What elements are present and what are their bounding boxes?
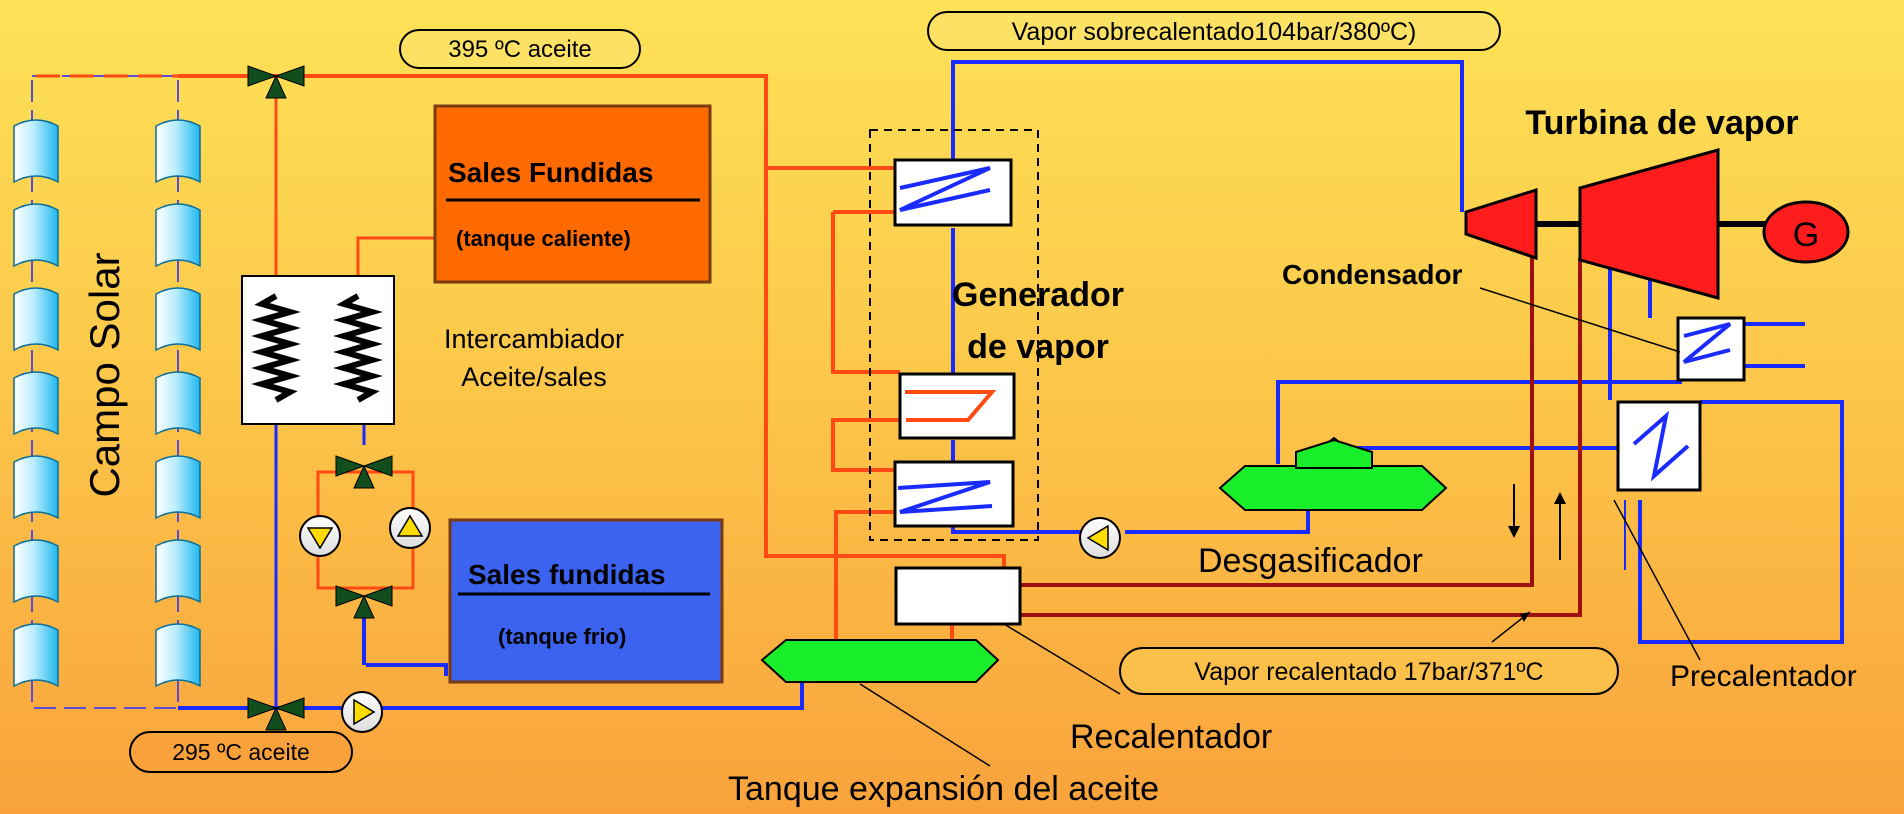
reheater-leader	[1003, 623, 1121, 695]
evaporator-hx	[898, 372, 1016, 440]
pump-loop	[316, 470, 415, 590]
flow-arrows	[1491, 484, 1566, 643]
solar-collector-icon	[13, 287, 59, 352]
reheat-cold-line	[1020, 252, 1534, 587]
solar-collector-icon	[13, 203, 59, 268]
generator-label: G	[1793, 216, 1819, 254]
hot-tank-title: Sales Fundidas	[448, 157, 653, 188]
deaerator-label: Desgasificador	[1198, 542, 1423, 580]
exchanger-label-1: Intercambiador	[444, 324, 624, 354]
steam-generator-frame	[869, 129, 1039, 541]
reheater: Recalentador	[894, 566, 1272, 756]
solar-field-label: Campo Solar	[81, 252, 128, 497]
exchanger-coil-right	[333, 293, 383, 403]
superheated-callout: Vapor sobrecalentado104bar/380ºC)	[927, 11, 1501, 51]
condenser-leader	[1479, 287, 1681, 353]
steam-turbine: G Turbina de vapor	[1464, 104, 1850, 300]
valves	[247, 65, 393, 731]
condenser: Condensador	[1282, 259, 1746, 382]
blue-piping	[178, 60, 1844, 710]
solar-collector-icon	[13, 455, 59, 520]
valve-icon[interactable]	[247, 65, 305, 99]
reheater-body	[894, 566, 1022, 626]
solar-collector-icon	[155, 203, 201, 268]
generator-icon	[1762, 200, 1850, 264]
oil-cold-label: 295 ºC aceite	[172, 739, 310, 765]
steam-generator-label-2: de vapor	[967, 328, 1109, 366]
hp-turbine	[1464, 187, 1538, 261]
solar-field: Campo Solar	[13, 74, 201, 709]
solar-collector-icon	[13, 623, 59, 688]
collector-rows	[13, 119, 201, 688]
exchanger-label-2: Aceite/sales	[461, 362, 607, 392]
expansion-tank-body	[760, 639, 1000, 683]
cold-tank-title: Sales fundidas	[468, 559, 666, 590]
oil-sg-link-5	[834, 510, 900, 648]
valve-icon[interactable]	[335, 455, 393, 489]
turbine-label: Turbina de vapor	[1525, 104, 1798, 142]
oil-cold-callout: 295 ºC aceite	[129, 731, 353, 773]
lp-turbine	[1578, 148, 1720, 300]
oil-sg-link-3	[831, 418, 900, 472]
oil-hot-label: 395 ºC aceite	[448, 36, 592, 63]
expansion-tank-label: Tanque expansión del aceite	[728, 770, 1159, 808]
steam-generator-label-1: Generador	[952, 276, 1124, 314]
superheated-label: Vapor sobrecalentado104bar/380ºC)	[1012, 18, 1417, 46]
pumps	[299, 507, 1121, 733]
economizer-hx	[893, 460, 1015, 528]
exchanger-coil-left	[251, 293, 301, 403]
pump-icon[interactable]	[1079, 517, 1121, 559]
hot-oil-piping	[178, 74, 1006, 648]
superheater-hx	[893, 158, 1013, 227]
oil-sg-link-1	[831, 212, 900, 374]
cold-tank-sub: (tanque frio)	[498, 624, 626, 649]
oil-expansion-tank: Tanque expansión del aceite	[728, 639, 1159, 808]
solar-collector-icon	[155, 287, 201, 352]
valve-icon[interactable]	[247, 697, 305, 731]
solar-collector-icon	[155, 539, 201, 604]
oil-hot-callout: 395 ºC aceite	[399, 29, 641, 69]
condenser-label: Condensador	[1282, 259, 1463, 290]
solar-collector-icon	[155, 371, 201, 436]
oil-return-line	[178, 678, 804, 710]
hot-tank-sub: (tanque caliente)	[456, 226, 631, 251]
reheater-label: Recalentador	[1070, 718, 1272, 756]
feedwater-pump-line	[1125, 510, 1310, 534]
solar-collector-icon	[13, 119, 59, 184]
deaerator: Desgasificador	[1198, 436, 1448, 580]
reheated-label: Vapor recalentado 17bar/371ºC	[1194, 658, 1543, 686]
preheater-leader	[1613, 499, 1701, 661]
valve-icon[interactable]	[335, 585, 393, 619]
solar-collector-icon	[13, 539, 59, 604]
cold-salt-line	[366, 663, 448, 676]
hot-tank-body	[433, 104, 712, 284]
expansion-tank-leader	[859, 683, 991, 767]
superheated-steam-line	[951, 60, 1464, 212]
deaerator-dome	[1295, 438, 1373, 469]
oil-salt-exchanger: Intercambiador Aceite/sales	[241, 275, 624, 425]
preheater: Precalentador	[1613, 400, 1857, 693]
solar-collector-icon	[13, 371, 59, 436]
pump-icon[interactable]	[299, 515, 341, 557]
steam-generator: Generador de vapor	[869, 129, 1124, 541]
pump-icon[interactable]	[341, 691, 383, 733]
hot-salt-tank: Sales Fundidas (tanque caliente)	[433, 104, 712, 284]
solar-collector-icon	[155, 119, 201, 184]
preheater-label: Precalentador	[1670, 660, 1857, 693]
reheated-callout: Vapor recalentado 17bar/371ºC	[1119, 647, 1619, 695]
solar-collector-icon	[155, 623, 201, 688]
cold-salt-tank: Sales fundidas (tanque frio)	[448, 518, 724, 684]
preheater-loop	[1638, 400, 1844, 644]
solar-collector-icon	[155, 455, 201, 520]
pump-icon[interactable]	[389, 507, 431, 549]
reheat-hot-line	[1020, 258, 1582, 617]
cold-tank-body	[448, 518, 724, 684]
